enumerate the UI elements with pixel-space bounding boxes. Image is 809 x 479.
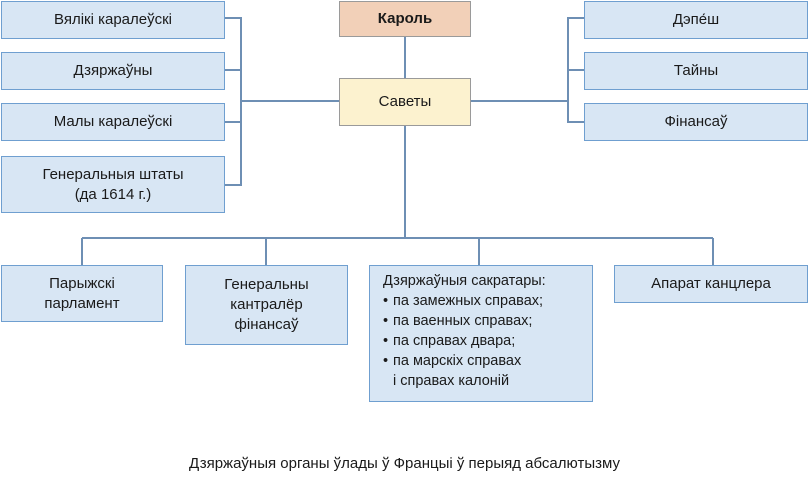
king-box: Кароль bbox=[339, 1, 471, 37]
right-council-privy: Тайны bbox=[584, 52, 808, 90]
list-item: па замежных справах; bbox=[383, 291, 584, 311]
right-council-dispatches: Дэпе́ш bbox=[584, 1, 808, 39]
right-council-finance: Фінансаў bbox=[584, 103, 808, 141]
paris-parliament-box: Парыжскі парламент bbox=[1, 265, 163, 322]
secretaries-list: па замежных справах; па ваенных справах;… bbox=[383, 291, 584, 391]
list-item: па марскіх справах і справах калоній bbox=[383, 351, 584, 391]
left-council-estates-general: Генеральныя штаты (да 1614 г.) bbox=[1, 156, 225, 213]
list-item: па справах двара; bbox=[383, 331, 584, 351]
list-item: па ваенных справах; bbox=[383, 311, 584, 331]
secretaries-title: Дзяржаўныя сакратары: bbox=[383, 273, 546, 289]
left-council-state: Дзяржаўны bbox=[1, 52, 225, 90]
councils-box: Саветы bbox=[339, 78, 471, 126]
chancellor-office-box: Апарат канцлера bbox=[614, 265, 808, 303]
left-council-small-royal: Малы каралеўскі bbox=[1, 103, 225, 141]
secretaries-of-state-box: Дзяржаўныя сакратары: па замежных справа… bbox=[369, 265, 593, 402]
diagram-caption: Дзяржаўныя органы ўлады ў Францыі ў перы… bbox=[189, 455, 620, 472]
left-council-great-royal: Вялікі каралеўскі bbox=[1, 1, 225, 39]
controller-general-box: Генеральны кантралёр фінансаў bbox=[185, 265, 348, 345]
